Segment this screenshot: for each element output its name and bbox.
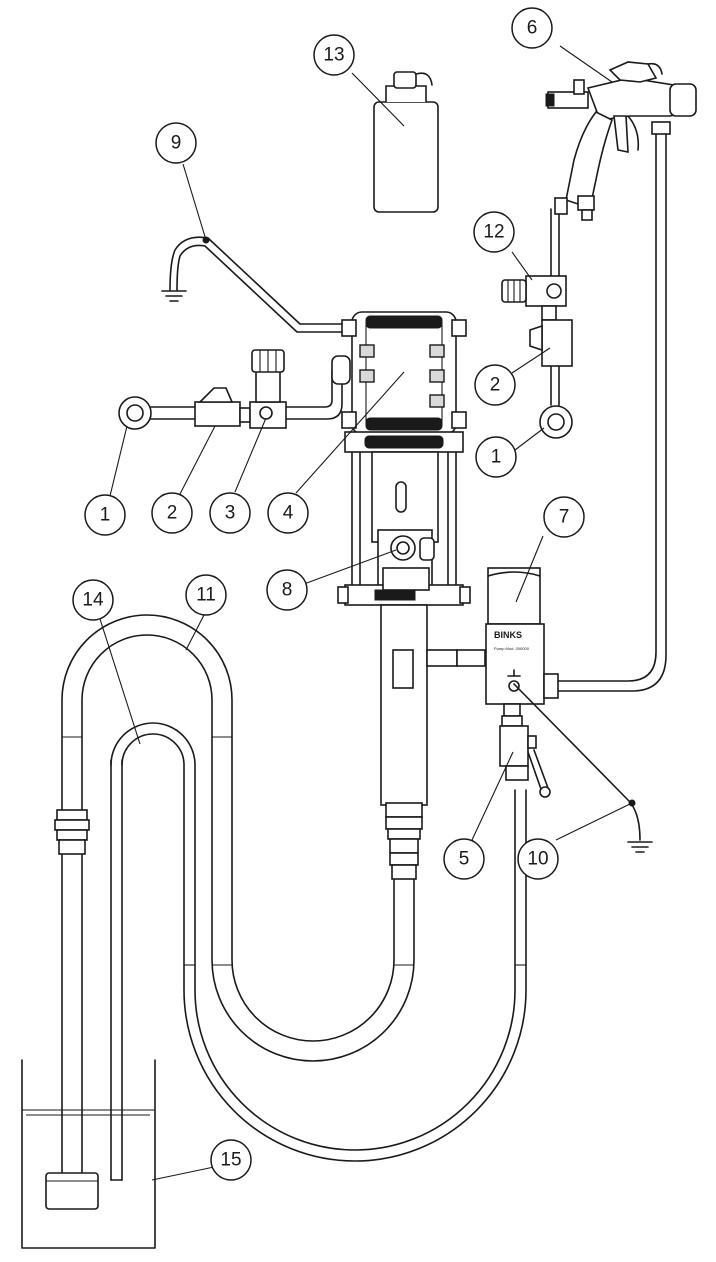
svg-text:13: 13 <box>323 45 344 66</box>
callout-1-left: 1 <box>84 494 126 536</box>
air-line-gun <box>501 208 573 439</box>
callout-14: 14 <box>72 579 114 621</box>
return-hose <box>110 722 527 1162</box>
svg-text:2: 2 <box>490 375 501 396</box>
callout-10: 10 <box>517 838 559 880</box>
callout-leaders <box>99 45 633 1181</box>
brand-sublabel: Pump Mod. 000000 <box>494 646 530 651</box>
hose-fitting-left <box>54 809 90 855</box>
drain-valve <box>499 703 551 798</box>
suction-hose <box>61 614 415 1062</box>
svg-text:12: 12 <box>483 222 504 243</box>
svg-text:7: 7 <box>559 507 570 528</box>
svg-text:11: 11 <box>196 585 216 606</box>
callout-12: 12 <box>473 211 515 253</box>
callout-1-right: 1 <box>475 436 517 478</box>
fluid-filter: BINKS Pump Mod. 000000 <box>485 567 559 705</box>
callout-3: 3 <box>209 492 251 534</box>
callout-15: 15 <box>210 1139 252 1181</box>
cleaning-bottle <box>373 71 439 213</box>
spray-gun <box>545 61 697 221</box>
callout-7: 7 <box>543 496 585 538</box>
callout-9: 9 <box>155 122 197 164</box>
callout-6: 6 <box>511 7 553 49</box>
callout-4: 4 <box>267 492 309 534</box>
pump-assembly <box>337 311 486 880</box>
svg-text:14: 14 <box>82 590 104 611</box>
svg-text:1: 1 <box>100 505 111 526</box>
ground-wire-pump <box>161 236 343 333</box>
callout-11: 11 <box>185 574 227 616</box>
callout-13: 13 <box>313 34 355 76</box>
svg-text:4: 4 <box>283 503 294 524</box>
svg-text:2: 2 <box>167 503 178 524</box>
material-container <box>21 1059 156 1249</box>
air-supply-line <box>118 349 351 430</box>
callout-2-left: 2 <box>151 492 193 534</box>
suction-tube <box>45 854 99 1210</box>
svg-text:3: 3 <box>225 503 236 524</box>
svg-text:9: 9 <box>171 133 182 154</box>
callout-5: 5 <box>443 838 485 880</box>
callout-8: 8 <box>266 569 308 611</box>
return-tube <box>110 759 123 1181</box>
svg-text:8: 8 <box>282 580 293 601</box>
svg-text:1: 1 <box>491 447 502 468</box>
svg-text:15: 15 <box>220 1150 241 1171</box>
svg-text:5: 5 <box>459 849 470 870</box>
fluid-hose-gun <box>557 121 671 692</box>
svg-text:6: 6 <box>527 18 538 39</box>
svg-text:10: 10 <box>527 849 548 870</box>
brand-label: BINKS <box>494 630 522 640</box>
callout-2-right: 2 <box>474 364 516 406</box>
